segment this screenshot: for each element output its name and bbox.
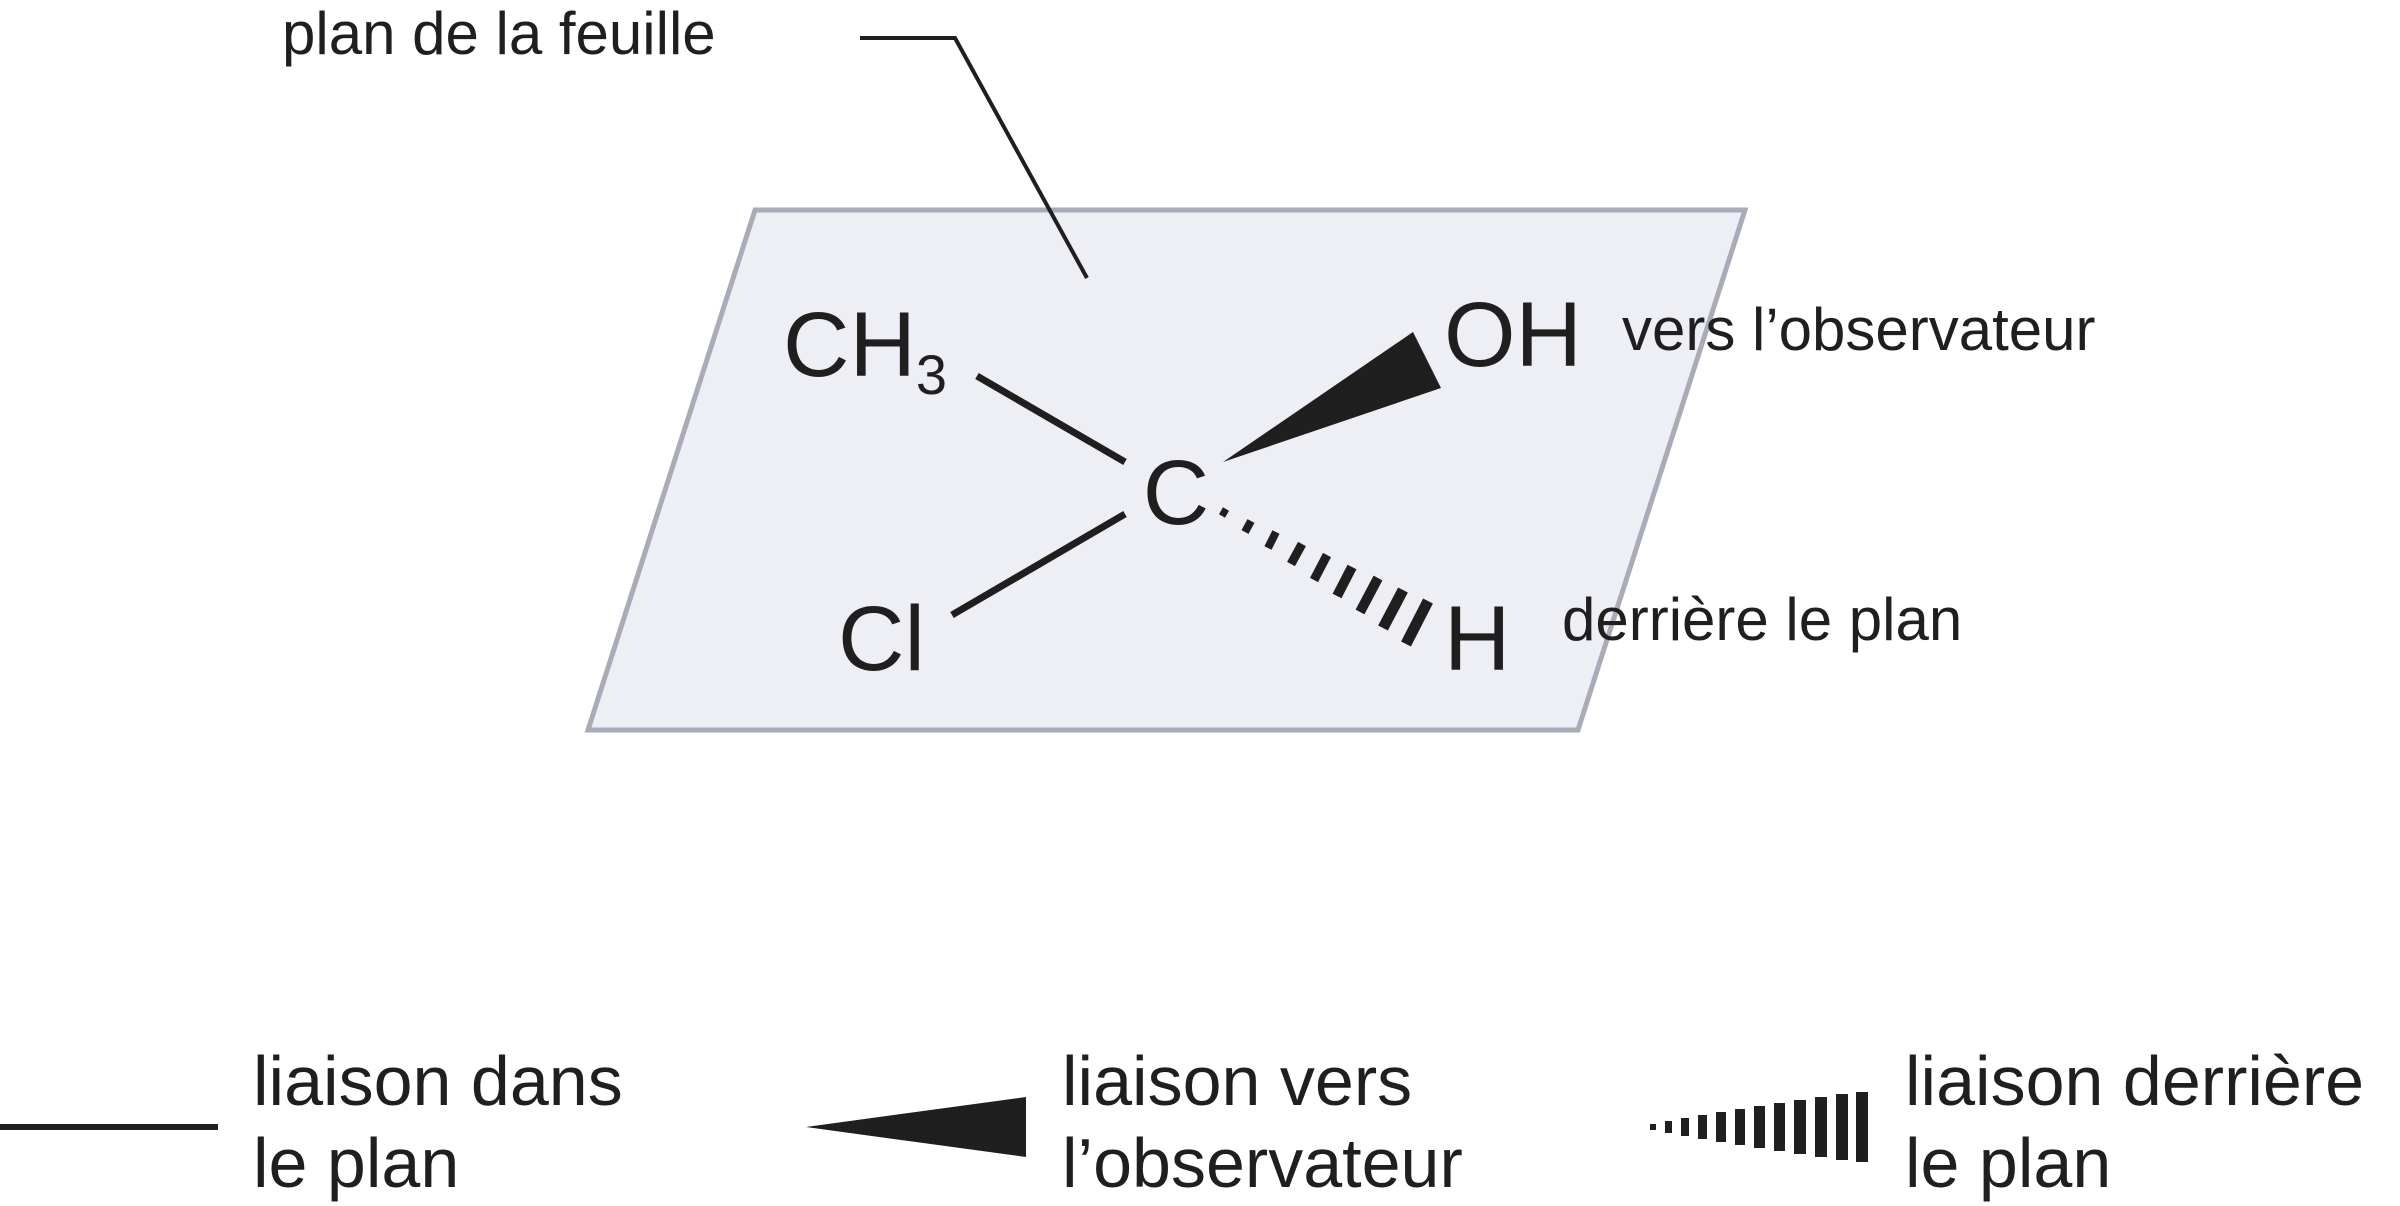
sheet-plane [584,207,1749,733]
atom-ch3: CH3 [783,294,947,406]
legend-wedge-symbol [806,1097,1026,1157]
bond-c-oh-wedge [1223,332,1441,462]
atom-oh: OH [1444,284,1582,386]
legend-behind-label: liaison derrière [1905,1042,2364,1120]
label-behind-plane: derrière le plan [1562,586,1962,653]
bond-c-h-hash [1218,507,1433,647]
legend-hash-symbol [1650,1092,1868,1162]
legend-toward-label: liaison vers [1062,1042,1412,1120]
atom-h: H [1444,588,1510,690]
plane-label-leader [860,36,1089,279]
bond-c-cl [950,510,1127,619]
plane-label: plan de la feuille [282,0,716,67]
legend-behind-label-2: le plan [1905,1124,2111,1202]
legend: liaison dans le plan liaison vers l’obse… [0,1042,2364,1202]
atom-cl: Cl [838,588,925,690]
atom-carbon: C [1143,442,1209,544]
label-toward-viewer: vers l’observateur [1622,296,2096,363]
legend-in-plane-label: liaison dans [253,1042,623,1120]
legend-in-plane-label-2: le plan [253,1124,459,1202]
legend-toward-label-2: l’observateur [1062,1124,1463,1202]
bond-c-ch3 [975,372,1127,466]
